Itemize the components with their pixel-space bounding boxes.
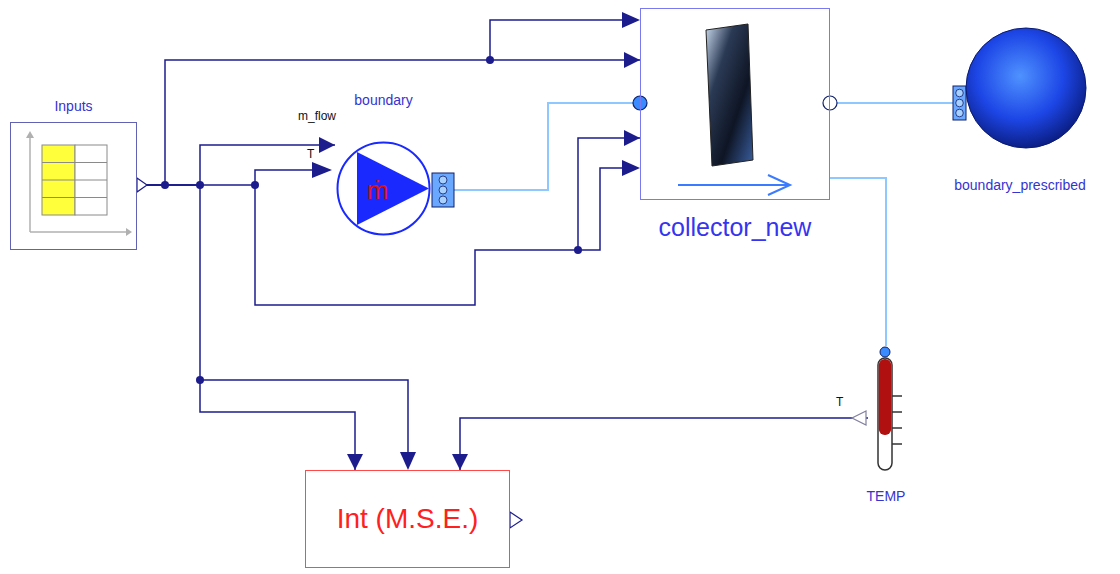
branch-wire: [255, 170, 312, 185]
table-icon: [30, 231, 126, 233]
input-connector: [622, 12, 640, 28]
junction-dot: [486, 56, 494, 64]
collector-panel-icon: [678, 24, 790, 195]
output-connector: [510, 512, 522, 528]
branch-wire: [200, 20, 622, 452]
fluid-port: [432, 173, 454, 207]
signal-name: m_flow: [298, 110, 336, 124]
table-icon: [29, 138, 31, 232]
fluid-pipe: [830, 102, 953, 104]
fluid-pipe: [830, 178, 886, 346]
junction-dot: [196, 181, 204, 189]
table-icon: [42, 180, 107, 181]
pump-circle: boundaryṁ: [335, 140, 432, 237]
table-icon: [126, 228, 132, 236]
collector-box: collector_new: [640, 8, 830, 200]
node-title: collector_new: [659, 213, 812, 242]
branch-wire: [200, 380, 408, 452]
table-icon: [42, 197, 107, 198]
fluid-port: [823, 96, 837, 110]
node-title: boundary_prescribed: [954, 177, 1086, 193]
output-connector: [137, 178, 147, 192]
collector-panel-icon: [678, 184, 790, 186]
input-connector: [400, 452, 416, 470]
connector-layer: [137, 60, 953, 470]
signal-wire: [460, 418, 868, 470]
table-block: Inputs: [10, 122, 137, 250]
branch-wire: [578, 168, 622, 250]
node-title: TEMP: [867, 488, 906, 504]
fluid-pipe: [432, 103, 640, 190]
signal-name: T: [836, 396, 843, 410]
sink-outline: [953, 27, 1087, 149]
signal-wire: [137, 185, 355, 470]
integrator-box: Int (M.S.E.): [305, 470, 510, 568]
thermometer-sensor: TEMP: [868, 346, 904, 484]
table-icon: [26, 131, 34, 138]
table-icon: [42, 162, 107, 163]
signal-wire: [137, 145, 335, 185]
junction-dot: [196, 376, 204, 384]
signal-name: T: [307, 148, 314, 162]
junction-dot: [574, 246, 582, 254]
node-text: ṁ: [367, 176, 389, 206]
fluid-port: [439, 186, 447, 194]
fluid-port: [432, 96, 837, 207]
input-connector: [622, 160, 640, 176]
collector-panel-icon: [768, 175, 790, 195]
table-icon: [26, 131, 132, 236]
junction-dot: [161, 56, 582, 384]
output-connector: [852, 411, 866, 425]
fluid-port: [439, 196, 447, 204]
thermo-outline: [868, 346, 904, 484]
fluid-port: [439, 176, 447, 184]
collector-panel-icon: [706, 24, 753, 166]
boundary-circle: boundary_prescribed: [953, 27, 1087, 149]
node-title: boundary: [354, 92, 412, 108]
branch-wire: [490, 20, 622, 60]
input-connector: [312, 162, 332, 178]
node-title: Inputs: [54, 98, 92, 114]
signal-wire: [137, 138, 640, 305]
input-connector: [312, 12, 640, 470]
node-text: Int (M.S.E.): [337, 503, 479, 535]
output-connector: [137, 178, 866, 528]
junction-dot: [251, 181, 259, 189]
junction-dot: [161, 181, 169, 189]
